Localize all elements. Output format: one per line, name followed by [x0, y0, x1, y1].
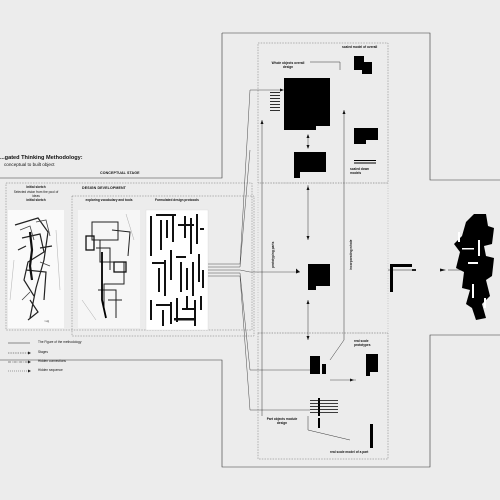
initial-sketch-sub: initial sketch — [26, 198, 46, 202]
diagram-title: ...gated Thinking Methodology: — [0, 155, 83, 161]
exploring-vocabulary-image — [78, 210, 140, 328]
conceptual-stage-label: CONCEPTUAL STAGE — [100, 171, 140, 175]
part-lines — [300, 369, 356, 411]
initial-sketch-desc: Selected vision from the pool of ideas — [13, 190, 59, 198]
legend-label-hidden-sequence: Hidden sequence — [38, 368, 63, 372]
design-development-box — [71, 195, 255, 337]
formulated-title: Formulated design protocols — [155, 198, 199, 202]
legend-lines — [8, 342, 30, 372]
part-blocks — [310, 354, 378, 448]
diagram-subtitle: conceptual to built object — [4, 162, 55, 167]
central-dashed-column — [257, 182, 389, 334]
legend-label-stages: Stages — [38, 350, 48, 354]
real-scale-model-part-label: real scale model of a part — [330, 450, 369, 454]
prototyping-parts-label: prototyping parts — [271, 241, 275, 268]
legend-label-figure: The Figure of the methodology — [38, 340, 82, 344]
formulated-protocols-image — [145, 209, 209, 331]
scaled-model-overall-label: scaled model of overall — [342, 45, 378, 49]
central-module-block — [308, 264, 330, 290]
final-built-object — [454, 214, 494, 320]
whole-objects-label: Whole objects overall design — [271, 61, 305, 69]
svg-text:~sig: ~sig — [44, 319, 50, 323]
design-development-label: DESIGN DEVELOPMENT — [82, 186, 126, 190]
conceptual-stage-box — [5, 182, 253, 331]
incorporating-whole-label: incorporating whole — [349, 239, 353, 270]
output-small-block — [390, 264, 412, 292]
legend-arrows — [28, 351, 31, 373]
arrow-heads — [260, 88, 446, 382]
scaled-down-model-block — [294, 128, 378, 178]
connector-fan — [208, 89, 300, 411]
scaled-down-models-label: scaled down models — [350, 167, 370, 175]
scaled-model-overall-block — [354, 56, 372, 74]
real-scale-prototypes-label: real scale prototypes — [354, 339, 371, 347]
whole-object-block — [270, 78, 330, 130]
initial-sketch-title: Initial sketch — [26, 185, 46, 189]
initial-sketch-image: ~sig — [8, 210, 64, 328]
part-design-dashed-box — [257, 332, 389, 460]
part-objects-label: Part objects module design — [266, 417, 298, 425]
outer-frame — [0, 32, 500, 468]
exploring-title: exploring vocabulary and tools — [85, 198, 133, 202]
spine-lines — [261, 61, 351, 441]
legend-label-hidden-connections: Hidden connections — [38, 359, 66, 363]
